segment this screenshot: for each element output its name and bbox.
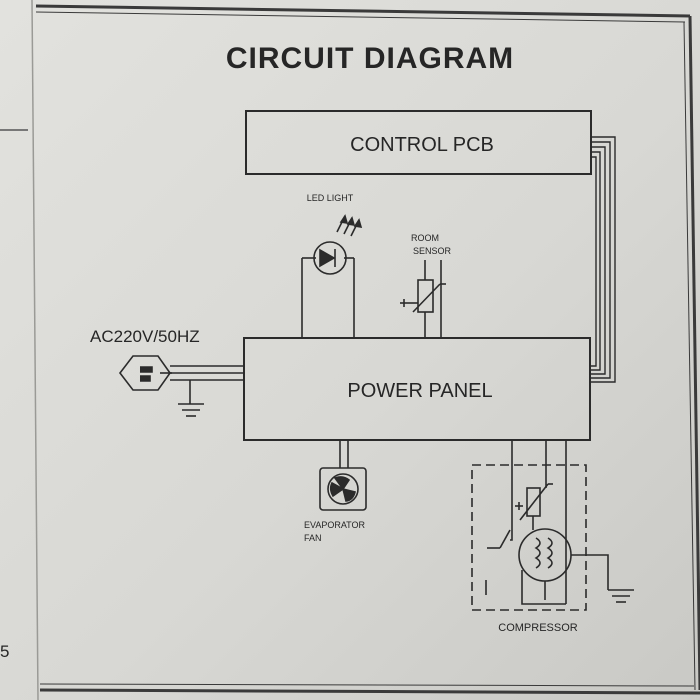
compressor-label: COMPRESSOR <box>498 622 578 634</box>
compressor-ptc-starter-symbol <box>515 483 553 530</box>
compressor-overload-switch-symbol <box>485 510 513 595</box>
compressor-dashed-box <box>471 464 587 611</box>
compressor-motor-symbol <box>518 528 609 605</box>
margin-mark: 5 <box>0 642 9 661</box>
room-sensor-label-line1: ROOM <box>411 233 439 243</box>
ground-symbol-compressor <box>608 589 634 603</box>
left-page-edge <box>31 0 39 700</box>
led-light-label: LED LIGHT <box>307 193 354 203</box>
power-panel-label: POWER PANEL <box>347 380 492 402</box>
power-input-label: AC220V/50HZ <box>90 327 200 346</box>
compressor-leads <box>511 440 567 604</box>
ground-symbol-input <box>178 403 204 417</box>
evaporator-fan-label-line1: EVAPORATOR <box>304 520 366 530</box>
power-panel-box <box>243 337 591 441</box>
outer-frame <box>35 4 700 695</box>
power-plug-symbol <box>118 355 244 404</box>
diagram-title: CIRCUIT DIAGRAM <box>226 42 514 75</box>
evaporator-fan-symbol <box>319 440 367 511</box>
room-sensor-thermistor-symbol <box>400 260 446 338</box>
control-pcb-label: CONTROL PCB <box>350 134 494 156</box>
led-light-symbol <box>301 214 363 338</box>
room-sensor-label-line2: SENSOR <box>413 246 452 256</box>
control-bus-wires <box>590 136 616 383</box>
evaporator-fan-label-line2: FAN <box>304 533 322 543</box>
